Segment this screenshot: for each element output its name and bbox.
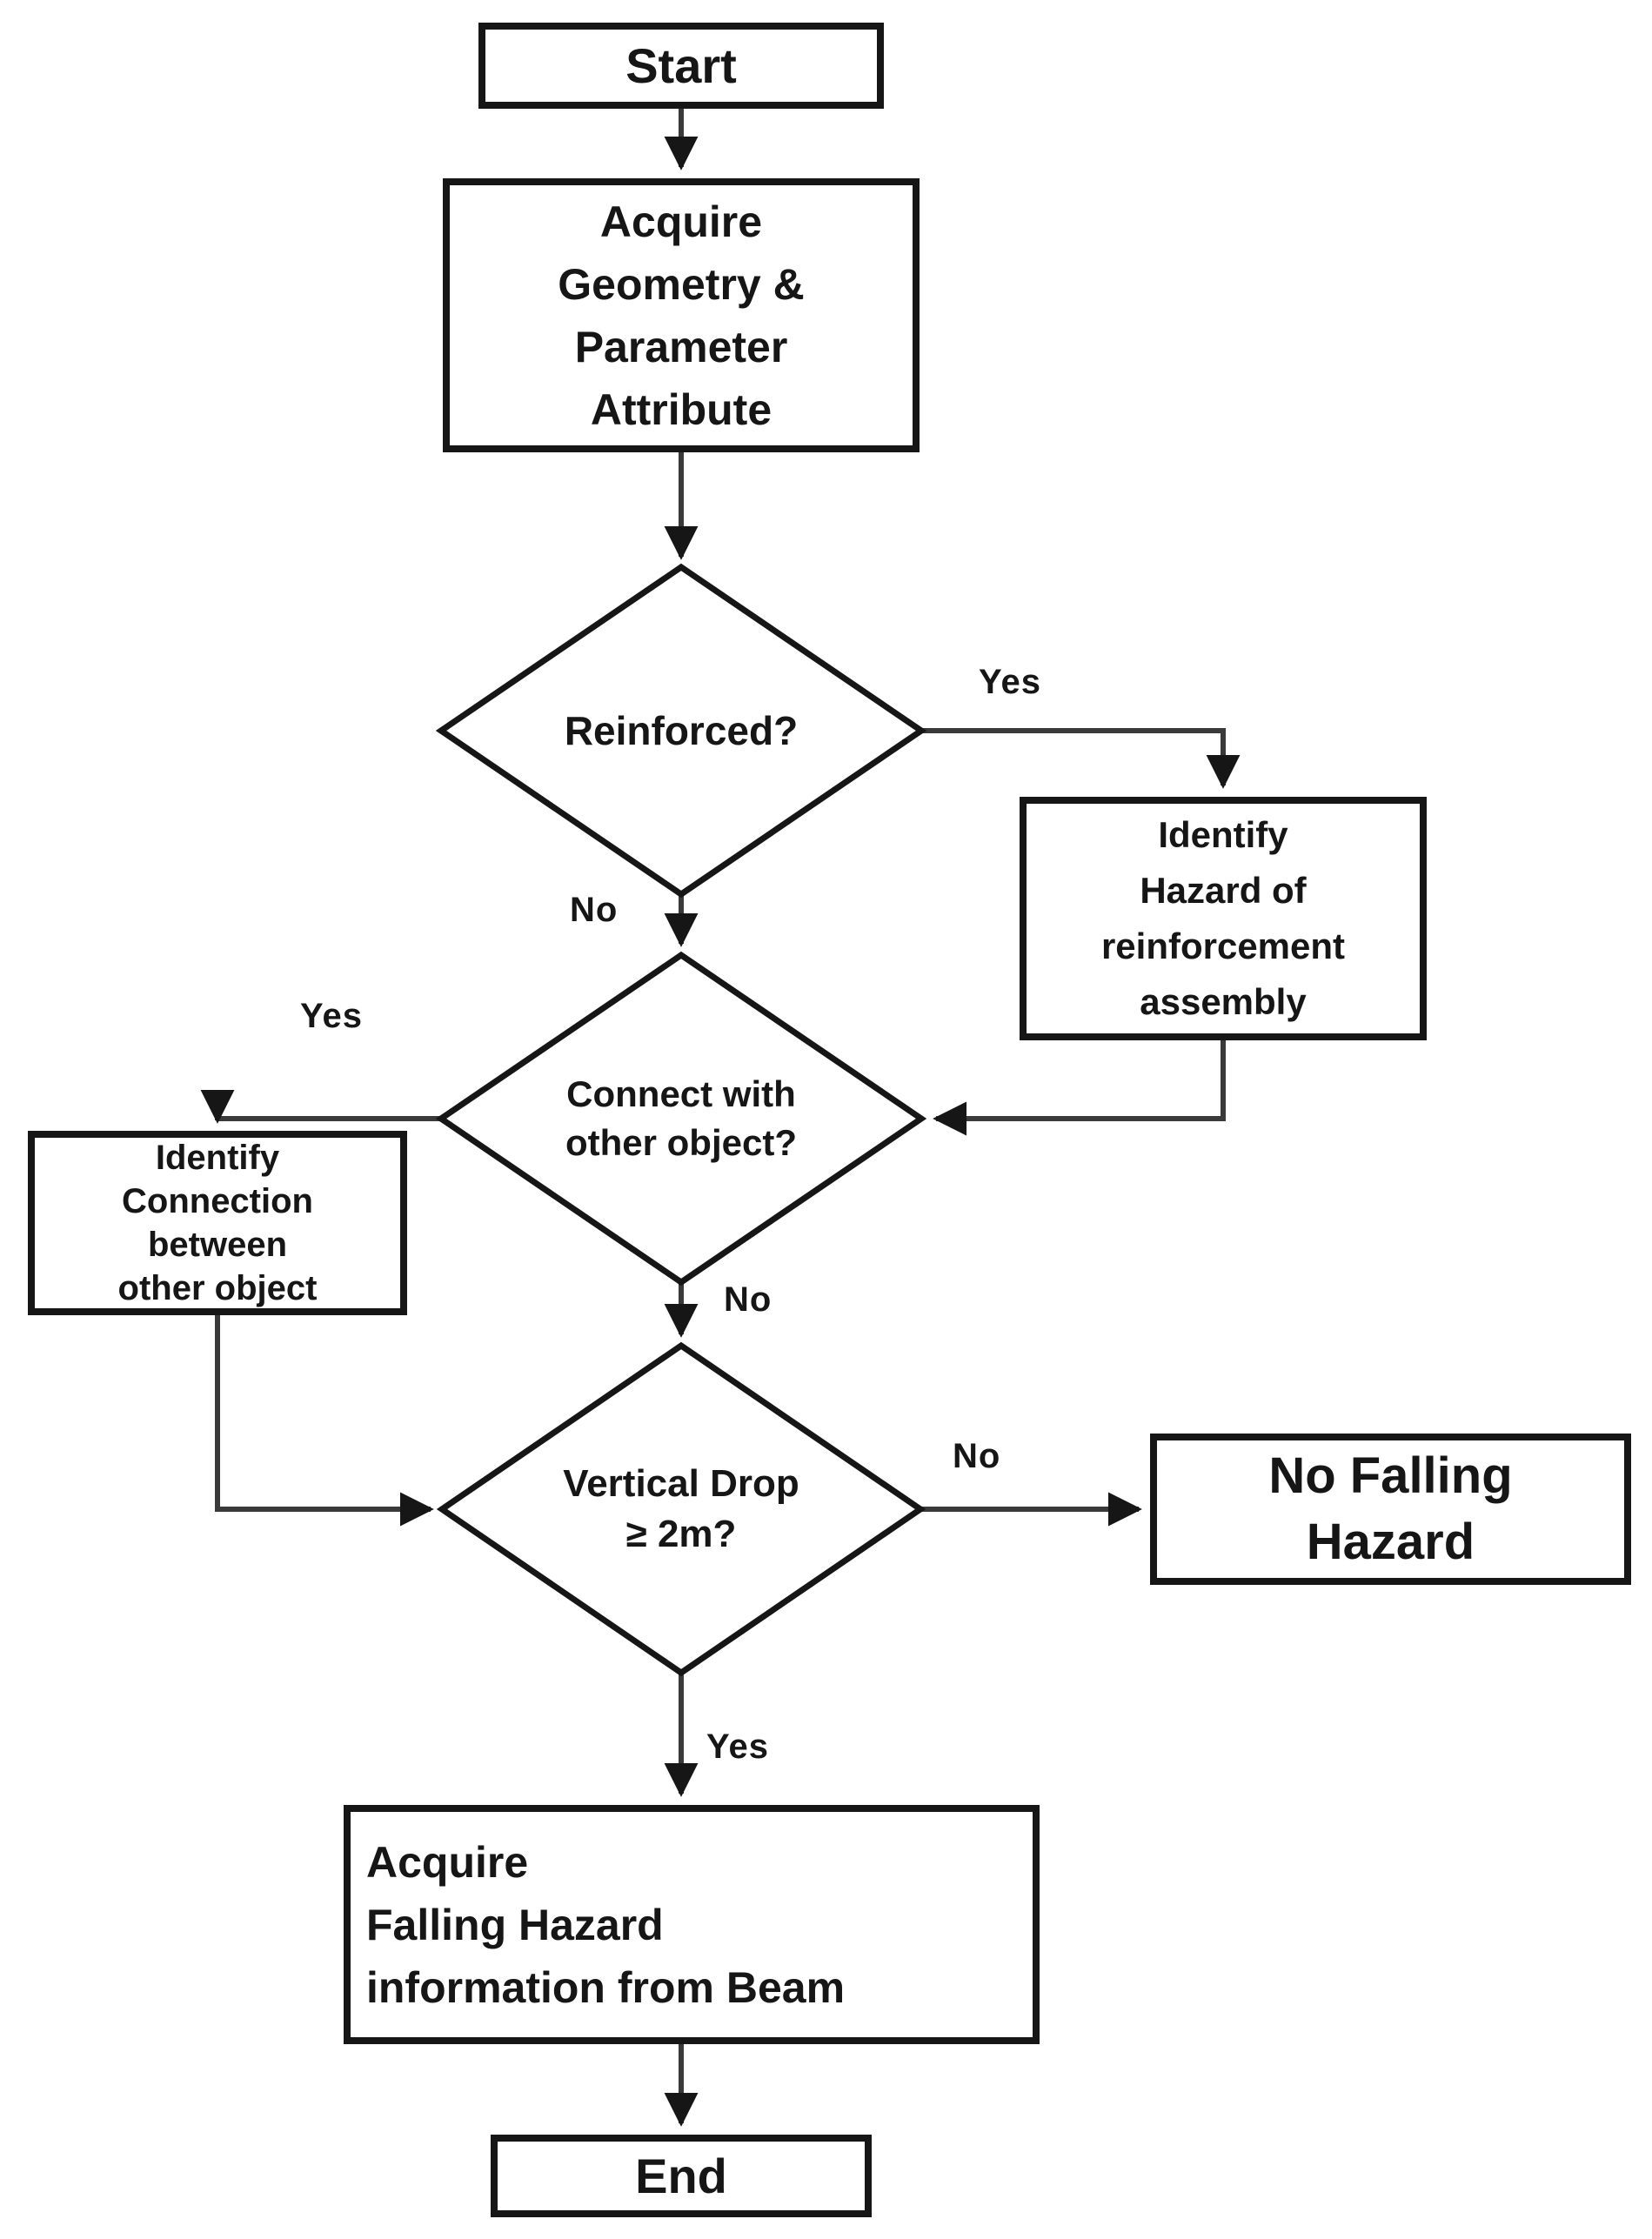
edge-connect-yes: [200, 1089, 441, 1124]
decision-vertical-drop-label: Vertical Drop ≥ 2m?: [563, 1462, 799, 1555]
node-end-label: End: [635, 2149, 727, 2203]
edge-label-reinforced-no: No: [570, 891, 619, 929]
node-no-falling-hazard: No Falling Hazard: [1150, 1434, 1631, 1585]
edge-connection-to-vdrop: [215, 1313, 434, 1527]
node-start-label: Start: [625, 38, 737, 93]
node-no-falling-hazard-text: No Falling Hazard: [1268, 1447, 1513, 1570]
edge-label-connect-yes: Yes: [300, 997, 363, 1035]
node-acquire-attributes: Acquire Geometry & Parameter Attribute: [443, 178, 920, 452]
node-identify-connection: Identify Connection between other object: [28, 1131, 407, 1315]
decision-vertical-drop-shape: [436, 1341, 926, 1677]
node-acquire-attributes-text: Acquire Geometry & Parameter Attribute: [558, 197, 805, 434]
edge-reinforced-yes: [921, 728, 1241, 789]
node-end: End: [491, 2135, 872, 2217]
edge-label-vertical-drop-no: No: [953, 1437, 1001, 1475]
edge-label-connect-no: No: [724, 1280, 772, 1319]
decision-reinforced-shape: [435, 563, 927, 899]
decision-connect-label: Connect with other object?: [565, 1073, 797, 1163]
edge-hazard-to-connect: [933, 1040, 1226, 1136]
node-identify-hazard-reinforcement: Identify Hazard of reinforcement assembl…: [1020, 797, 1427, 1040]
edge-label-reinforced-yes: Yes: [979, 663, 1041, 701]
edge-label-vertical-drop-yes: Yes: [706, 1728, 769, 1766]
node-identify-connection-text: Identify Connection between other object: [117, 1139, 318, 1307]
node-acquire-falling-hazard-info: Acquire Falling Hazard information from …: [344, 1805, 1040, 2044]
node-acquire-falling-hazard-text: Acquire Falling Hazard information from …: [366, 1837, 846, 2012]
node-identify-hazard-text: Identify Hazard of reinforcement assembl…: [1100, 814, 1346, 1022]
decision-connect-shape: [435, 951, 927, 1287]
decision-reinforced-label: Reinforced?: [564, 708, 799, 753]
node-start: Start: [478, 23, 884, 109]
